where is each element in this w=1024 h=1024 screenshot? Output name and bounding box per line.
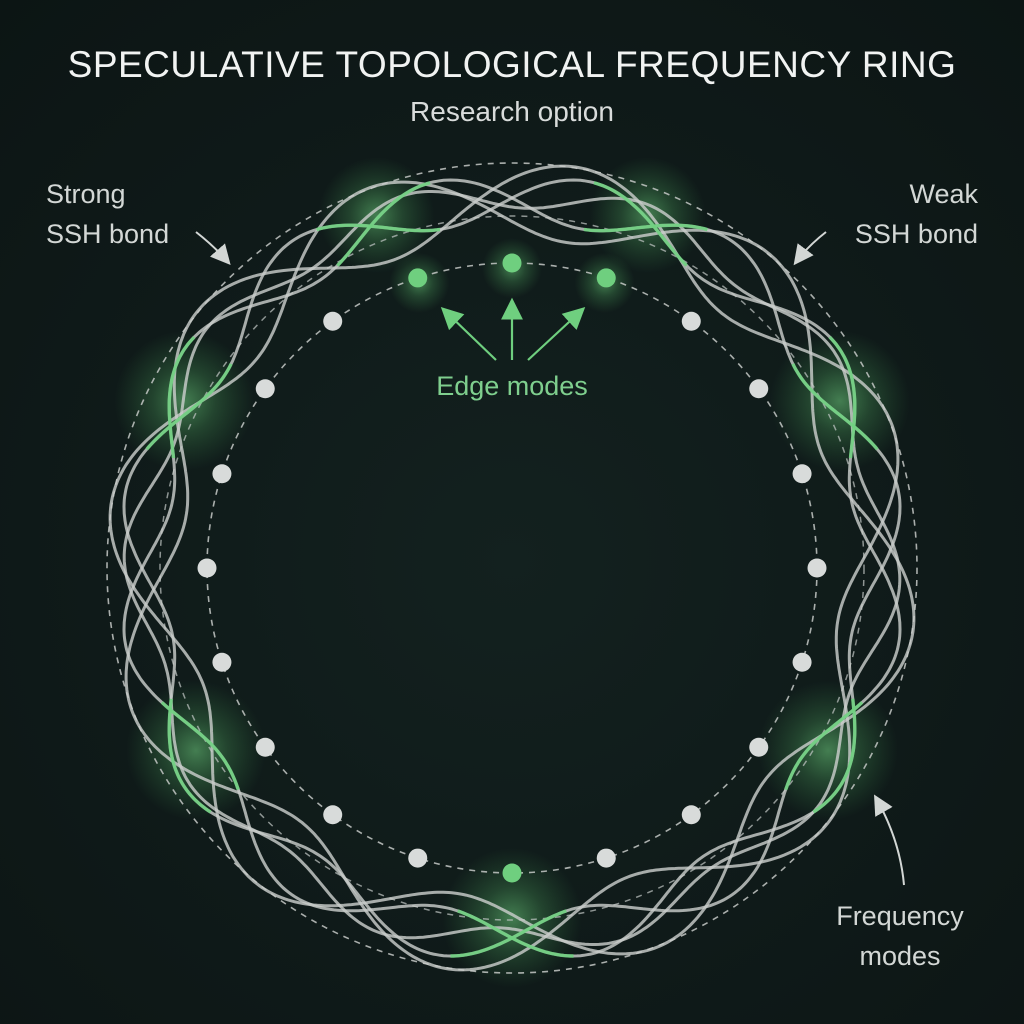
mode-dot-16	[212, 464, 232, 484]
frequency-modes-label: Frequency modes	[836, 901, 964, 971]
middle-dashed-circle	[159, 215, 865, 921]
glow-5	[758, 680, 899, 821]
mode-dot-0	[502, 253, 522, 273]
mode-dot-18	[323, 311, 343, 331]
strand-4	[122, 190, 902, 946]
strand-highlight-3-1	[791, 363, 879, 451]
edge-mode-glows	[114, 157, 910, 988]
strand-highlight-0-1	[336, 181, 431, 267]
mode-dot-5	[807, 558, 827, 578]
mode-dot-12	[323, 805, 343, 825]
strand-highlight-5-1	[812, 698, 857, 814]
outer-dashed-circle	[106, 162, 918, 974]
mode-dot-3	[749, 379, 769, 399]
strand-highlight-1-0	[593, 181, 688, 267]
strand-highlight-4-0	[167, 698, 212, 814]
strand-highlight-2-1	[167, 335, 196, 459]
mode-dot-7	[749, 737, 769, 757]
strand-highlight-3-0	[828, 335, 857, 459]
strand-highlight-6-1	[457, 909, 574, 958]
page-title: SPECULATIVE TOPOLOGICAL FREQUENCY RING	[67, 44, 957, 85]
strand-highlight-0-0	[316, 223, 441, 233]
mode-dot-2	[681, 311, 701, 331]
edge-modes-label: Edge modes	[436, 371, 588, 401]
strand-highlight-2-0	[145, 363, 233, 451]
glow-0	[318, 157, 435, 274]
weak-bond-label: Weak SSH bond	[854, 179, 978, 249]
mode-dot-11	[408, 848, 428, 868]
strand-highlight-5-0	[784, 701, 864, 791]
mode-dot-15	[197, 558, 217, 578]
edge-mode-arrow-right	[527, 307, 586, 361]
glow-4	[125, 680, 266, 821]
mode-dot-8	[681, 805, 701, 825]
mode-dot-10	[502, 863, 522, 883]
page-subtitle: Research option	[410, 96, 614, 127]
strand-highlight-1-1	[583, 223, 708, 233]
glow-3	[769, 330, 910, 471]
strand-3	[124, 164, 900, 972]
frequency-mode-dots	[197, 253, 827, 883]
ssh-bond-strands	[108, 164, 916, 972]
mode-dot-6	[792, 652, 812, 672]
strong-bond-label: Strong SSH bond	[46, 179, 170, 249]
weak-bond-arrow	[793, 231, 827, 266]
mode-dot-1	[596, 268, 616, 288]
edge-mode-arrow-left	[440, 306, 497, 361]
mode-dot-4	[792, 464, 812, 484]
mode-dot-13	[255, 737, 275, 757]
strand-highlight-4-1	[160, 701, 240, 791]
frequency-modes-arrow	[874, 794, 905, 886]
mode-dot-19	[408, 268, 428, 288]
strong-bond-arrow	[195, 231, 231, 266]
mode-dot-14	[212, 652, 232, 672]
mode-dot-17	[255, 379, 275, 399]
mode-dot-9	[596, 848, 616, 868]
